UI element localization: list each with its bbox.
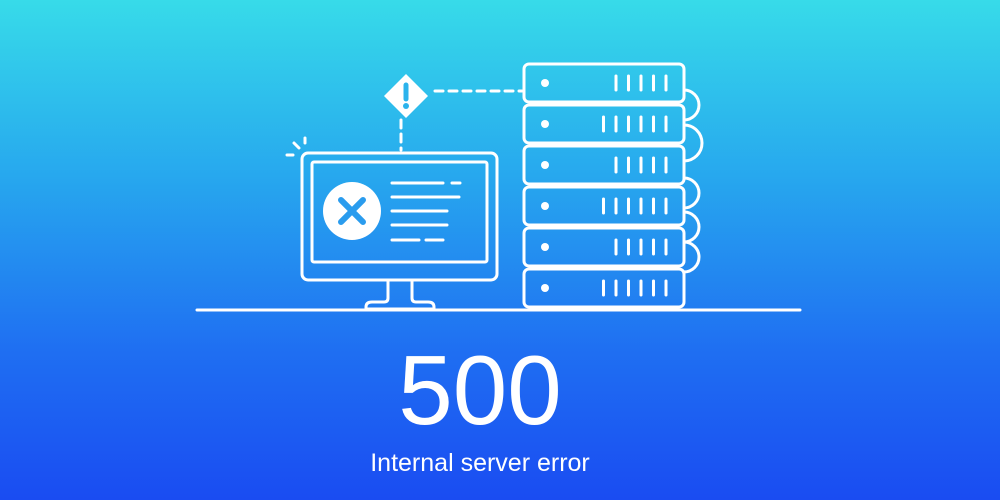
server-unit: [522, 103, 686, 145]
error-message: Internal server error: [370, 449, 590, 477]
server-unit: [522, 144, 686, 186]
monitor-error-icon: [285, 136, 499, 311]
server-unit: [522, 226, 686, 268]
cable: [682, 88, 704, 274]
dashed-connector: [399, 89, 524, 152]
server-unit: [522, 185, 686, 227]
server-unit: [522, 62, 686, 104]
spark-icon: [285, 136, 307, 157]
error-code: 500: [398, 335, 562, 445]
warning-diamond-icon: [384, 74, 428, 118]
server-unit: [522, 267, 686, 309]
server-rack-icon: [522, 62, 704, 309]
x-circle-icon: [323, 182, 381, 240]
